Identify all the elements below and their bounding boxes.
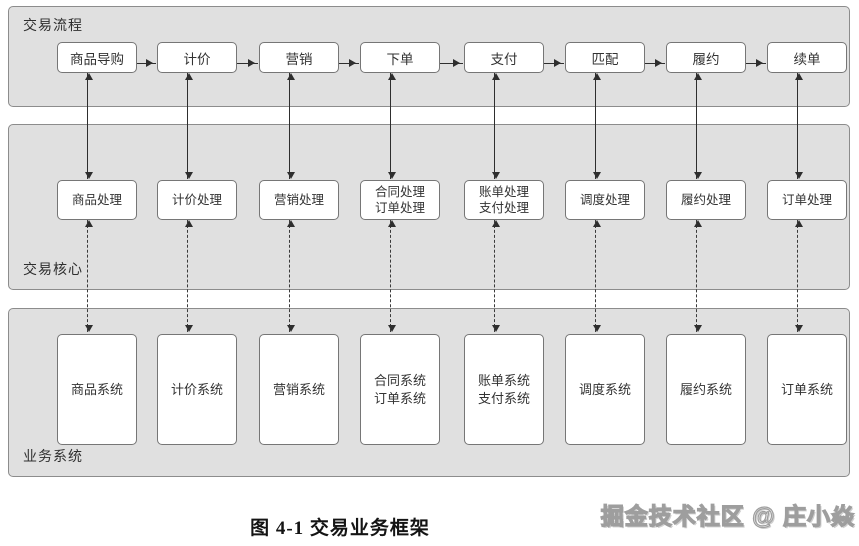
dashed-double-arrow-vertical-icon	[387, 220, 396, 332]
arrow-right-icon	[544, 59, 564, 68]
system-box-order: 订单系统	[767, 334, 847, 445]
flow-box-label: 下单	[386, 51, 414, 67]
core-box-product: 商品处理	[57, 180, 137, 220]
core-box-line: 支付处理	[478, 201, 529, 215]
core-box-line: 营销处理	[273, 192, 324, 207]
watermark: 掘金技术社区 @ 庄小焱	[600, 502, 855, 529]
system-box-product: 商品系统	[57, 334, 137, 445]
core-box-line: 订单处理	[781, 192, 832, 207]
arrow-right-icon	[339, 59, 359, 68]
core-box-line: 调度处理	[579, 192, 630, 207]
system-box-line: 账单系统	[477, 372, 530, 388]
system-box-scheduling: 调度系统	[565, 334, 645, 445]
system-box-line: 支付系统	[477, 390, 530, 406]
flow-panel-label: 交易流程	[23, 17, 83, 33]
double-arrow-vertical-icon	[794, 73, 803, 179]
flow-box-renewal: 续单	[767, 42, 847, 73]
arrow-right-icon	[440, 59, 463, 68]
system-box-line: 合同系统	[373, 372, 426, 388]
core-panel-label: 交易核心	[23, 261, 83, 277]
flow-box-pricing: 计价	[157, 42, 237, 73]
core-box-line: 账单处理	[478, 184, 529, 199]
core-box-fulfillment: 履约处理	[666, 180, 746, 220]
arrow-right-icon	[746, 59, 766, 68]
system-box-line: 调度系统	[578, 381, 631, 397]
double-arrow-vertical-icon	[184, 73, 193, 179]
dashed-double-arrow-vertical-icon	[84, 220, 93, 332]
system-box-fulfillment: 履约系统	[666, 334, 746, 445]
flow-box-fulfillment: 履约	[666, 42, 746, 73]
system-box-line: 订单系统	[373, 390, 426, 406]
double-arrow-vertical-icon	[387, 73, 396, 179]
flow-box-product-guide: 商品导购	[57, 42, 137, 73]
flow-box-label: 商品导购	[70, 51, 124, 67]
flow-box-label: 匹配	[591, 51, 619, 67]
flow-panel: 交易流程 商品导购 计价 营销 下单 支付 匹配 履约 续单	[8, 6, 850, 107]
system-box-contract-order: 合同系统订单系统	[360, 334, 440, 445]
systems-panel: 业务系统 商品系统 计价系统 营销系统 合同系统订单系统 账单系统支付系统 调度…	[8, 308, 850, 477]
system-box-billing-payment: 账单系统支付系统	[464, 334, 544, 445]
figure-caption: 图 4-1 交易业务框架	[250, 518, 430, 539]
dashed-double-arrow-vertical-icon	[794, 220, 803, 332]
dashed-double-arrow-vertical-icon	[184, 220, 193, 332]
core-box-line: 订单处理	[374, 201, 425, 215]
system-box-line: 计价系统	[170, 381, 223, 397]
double-arrow-vertical-icon	[491, 73, 500, 179]
system-box-marketing: 营销系统	[259, 334, 339, 445]
core-box-order: 订单处理	[767, 180, 847, 220]
systems-panel-label: 业务系统	[23, 448, 83, 464]
flow-box-matching: 匹配	[565, 42, 645, 73]
system-box-line: 商品系统	[70, 381, 123, 397]
dashed-double-arrow-vertical-icon	[491, 220, 500, 332]
core-box-line: 商品处理	[71, 192, 122, 207]
double-arrow-vertical-icon	[84, 73, 93, 179]
core-box-scheduling: 调度处理	[565, 180, 645, 220]
core-box-line: 计价处理	[171, 192, 222, 207]
flow-box-label: 支付	[490, 51, 518, 67]
core-box-billing-payment: 账单处理支付处理	[464, 180, 544, 220]
core-box-marketing: 营销处理	[259, 180, 339, 220]
arrow-right-icon	[645, 59, 665, 68]
double-arrow-vertical-icon	[592, 73, 601, 179]
flow-box-label: 营销	[285, 51, 313, 67]
flow-box-label: 计价	[183, 51, 211, 67]
flow-box-payment: 支付	[464, 42, 544, 73]
double-arrow-vertical-icon	[693, 73, 702, 179]
flow-box-label: 续单	[793, 51, 821, 67]
core-box-pricing: 计价处理	[157, 180, 237, 220]
core-box-line: 合同处理	[374, 184, 425, 199]
double-arrow-vertical-icon	[286, 73, 295, 179]
flow-box-label: 履约	[692, 51, 720, 67]
dashed-double-arrow-vertical-icon	[592, 220, 601, 332]
system-box-pricing: 计价系统	[157, 334, 237, 445]
system-box-line: 营销系统	[272, 381, 325, 397]
arrow-right-icon	[137, 59, 156, 68]
dashed-double-arrow-vertical-icon	[693, 220, 702, 332]
core-box-line: 履约处理	[680, 192, 731, 207]
core-panel: 交易核心 商品处理 计价处理 营销处理 合同处理订单处理 账单处理支付处理 调度…	[8, 124, 850, 290]
arrow-right-icon	[237, 59, 258, 68]
dashed-double-arrow-vertical-icon	[286, 220, 295, 332]
core-box-contract-order: 合同处理订单处理	[360, 180, 440, 220]
system-box-line: 订单系统	[780, 381, 833, 397]
flow-box-order: 下单	[360, 42, 440, 73]
flow-box-marketing: 营销	[259, 42, 339, 73]
system-box-line: 履约系统	[679, 381, 732, 397]
